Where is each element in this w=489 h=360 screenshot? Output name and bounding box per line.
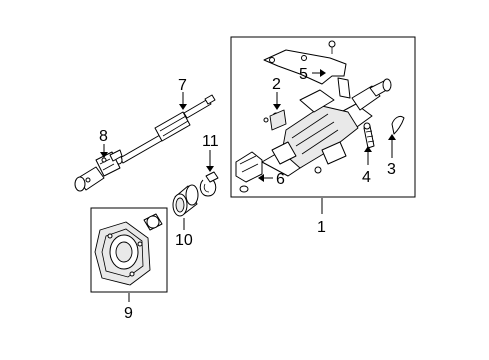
callout-9: 9 <box>124 305 133 322</box>
clamp-part <box>199 171 219 197</box>
arrowhead-8 <box>100 152 108 158</box>
clip-part <box>391 115 405 135</box>
callout-3: 3 <box>387 161 396 178</box>
callout-7: 7 <box>178 77 187 94</box>
arrowhead-2 <box>273 104 281 110</box>
callout-10: 10 <box>175 232 193 249</box>
callout-4: 4 <box>362 169 371 186</box>
callout-8: 8 <box>99 128 108 145</box>
steering-column-assembly-part <box>261 78 392 177</box>
column-universal-joint-part <box>235 151 263 193</box>
grommet-part <box>172 184 199 217</box>
callout-6: 6 <box>276 171 285 188</box>
universal-joint-part <box>74 149 123 192</box>
dash-seal-plate-part <box>94 213 163 286</box>
bolt-part <box>363 122 375 149</box>
intermediate-shaft-part <box>115 94 216 165</box>
assembly-9-box <box>90 207 168 293</box>
arrowhead-4 <box>364 146 372 152</box>
arrowhead-5 <box>320 69 326 77</box>
callout-2: 2 <box>272 76 281 93</box>
arrowhead-11 <box>206 166 214 172</box>
arrowhead-7 <box>179 104 187 110</box>
bracket-part <box>263 109 287 131</box>
assembly-1-box <box>230 36 416 198</box>
callout-5: 5 <box>299 66 308 83</box>
callout-1: 1 <box>317 219 326 236</box>
callout-11: 11 <box>202 133 219 150</box>
arrowhead-6 <box>258 174 264 182</box>
support-bracket-part <box>263 40 351 99</box>
arrowhead-3 <box>388 134 396 140</box>
